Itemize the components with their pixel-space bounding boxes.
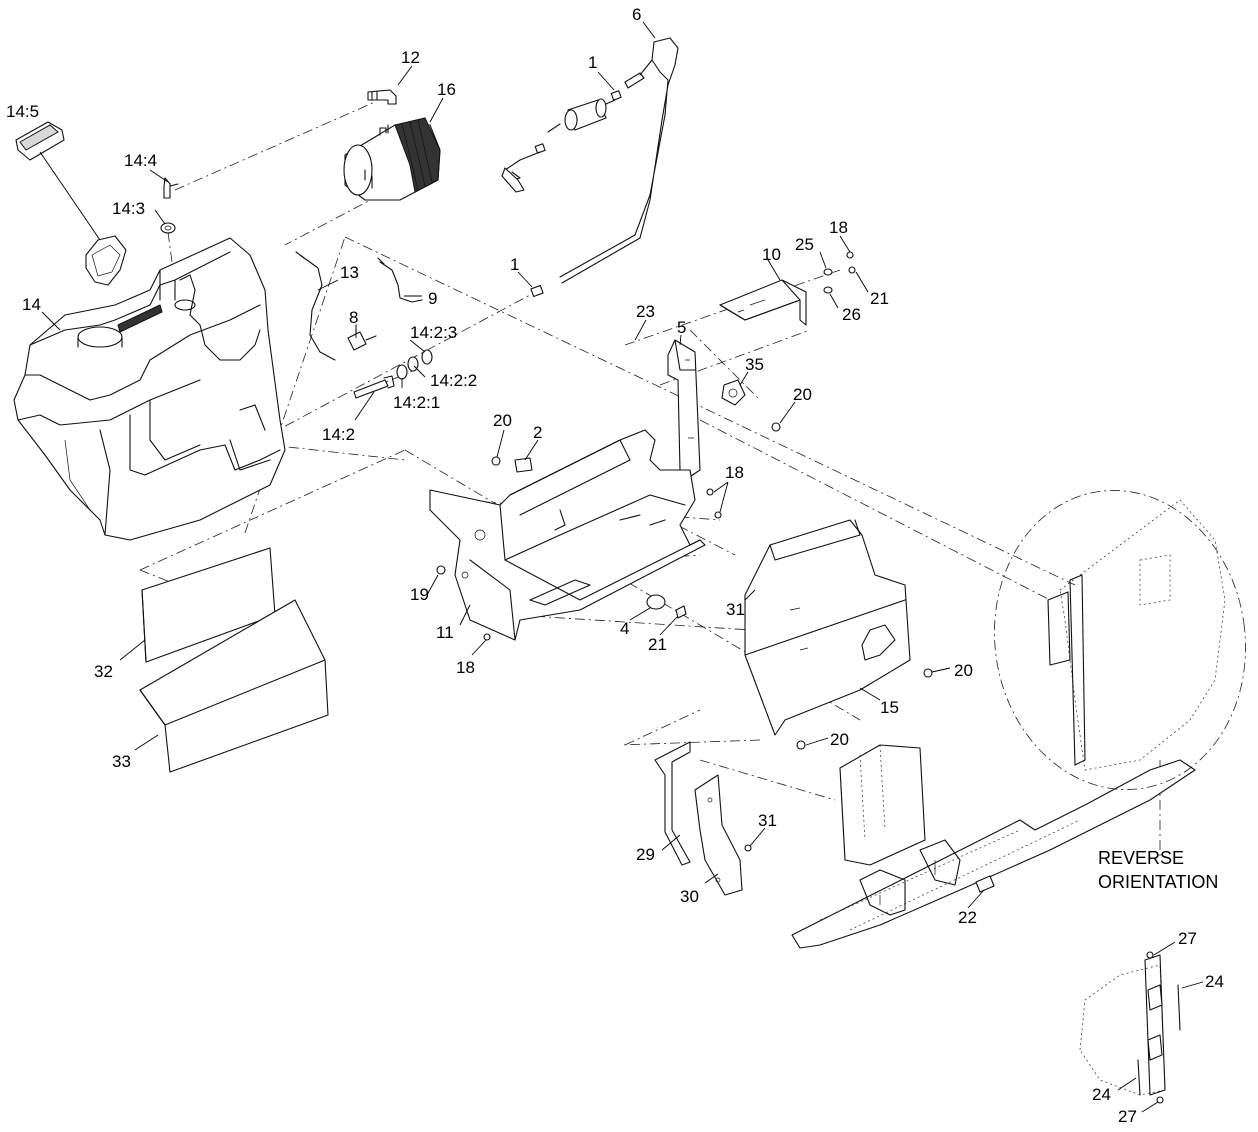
callout-14-2-1: 14:2:1 xyxy=(393,393,440,412)
bracket-10 xyxy=(719,279,807,326)
callout-19: 19 xyxy=(410,585,429,604)
shield-15 xyxy=(744,519,911,736)
callout-14: 14 xyxy=(22,295,41,314)
pin-2 xyxy=(514,457,533,473)
hose-13 xyxy=(295,251,336,361)
callout-20-right: 20 xyxy=(793,385,812,404)
callout-18-top: 18 xyxy=(829,218,848,237)
bracket-30 xyxy=(694,774,743,896)
clip-35 xyxy=(721,379,746,406)
callout-30: 30 xyxy=(680,887,699,906)
callout-18-mid: 18 xyxy=(725,463,744,482)
callout-14-2: 14:2 xyxy=(322,425,355,444)
line-9 xyxy=(377,257,423,303)
callout-11: 11 xyxy=(436,623,454,642)
callout-21-mid: 21 xyxy=(648,635,667,654)
pad-33 xyxy=(139,599,329,773)
callout-1-top: 1 xyxy=(588,53,597,72)
callout-14-3: 14:3 xyxy=(112,199,145,218)
callout-18-low: 18 xyxy=(456,658,475,677)
leader-lines xyxy=(41,21,1204,1113)
callout-9: 9 xyxy=(428,289,437,308)
fuel-filter xyxy=(501,90,622,193)
callout-24-left: 24 xyxy=(1092,1085,1111,1104)
callout-21-top: 21 xyxy=(870,289,889,308)
hardware-upper-right xyxy=(823,251,856,294)
callout-6: 6 xyxy=(632,5,641,24)
callout-14-2-3: 14:2:3 xyxy=(410,323,457,342)
callout-14-5: 14:5 xyxy=(6,102,39,121)
reverse-orientation-detail xyxy=(994,490,1246,790)
callout-25: 25 xyxy=(795,235,814,254)
callout-29: 29 xyxy=(636,845,655,864)
callout-32: 32 xyxy=(94,662,113,681)
callout-14-4: 14:4 xyxy=(124,151,157,170)
callout-20-low: 20 xyxy=(830,730,849,749)
callout-2: 2 xyxy=(533,423,542,442)
callout-35: 35 xyxy=(745,355,764,374)
bracket-5 xyxy=(667,339,701,479)
callout-5: 5 xyxy=(677,318,686,337)
hose-elbow xyxy=(367,89,397,105)
fitting-1-mid xyxy=(530,284,544,298)
callout-20-mid: 20 xyxy=(493,411,512,430)
fuel-line-tube xyxy=(559,37,679,284)
bracket-29 xyxy=(654,741,691,866)
callout-labels: 6 1 12 16 14:5 14:4 14:3 1 13 9 8 14 14:… xyxy=(6,5,1224,1126)
fuel-sender xyxy=(353,349,433,399)
battery-tray xyxy=(429,429,706,641)
hinge-detail xyxy=(1079,951,1181,1104)
orientation-note: REVERSE ORIENTATION xyxy=(1098,848,1218,892)
callout-33: 33 xyxy=(112,752,131,771)
callout-10: 10 xyxy=(762,245,781,264)
chassis-frame xyxy=(791,744,1196,949)
callout-16: 16 xyxy=(437,80,456,99)
valve-8 xyxy=(347,324,377,351)
callout-14-2-2: 14:2:2 xyxy=(430,371,477,390)
disc-4 xyxy=(646,594,687,619)
bolt-22 xyxy=(975,875,995,893)
callout-15: 15 xyxy=(880,698,899,717)
vent-fittings xyxy=(160,177,179,234)
callout-8: 8 xyxy=(349,308,358,327)
callout-27-top: 27 xyxy=(1178,929,1197,948)
callout-22: 22 xyxy=(958,908,977,927)
callout-4: 4 xyxy=(620,619,629,638)
note-line-2: ORIENTATION xyxy=(1098,872,1218,892)
callout-31-lower: 31 xyxy=(758,811,777,830)
callout-24-right: 24 xyxy=(1205,972,1224,991)
charcoal-canister xyxy=(343,117,441,201)
fuel-tank xyxy=(13,237,286,541)
callout-31-upper: 31 xyxy=(726,600,745,619)
note-line-1: REVERSE xyxy=(1098,848,1184,868)
callout-1-mid: 1 xyxy=(510,255,519,274)
callout-23: 23 xyxy=(636,302,655,321)
callout-20-shield: 20 xyxy=(954,661,973,680)
callout-27-bottom: 27 xyxy=(1118,1107,1137,1126)
callout-13: 13 xyxy=(340,263,359,282)
callout-12: 12 xyxy=(401,48,420,67)
callout-26: 26 xyxy=(842,305,861,324)
fuel-cap xyxy=(15,121,127,286)
